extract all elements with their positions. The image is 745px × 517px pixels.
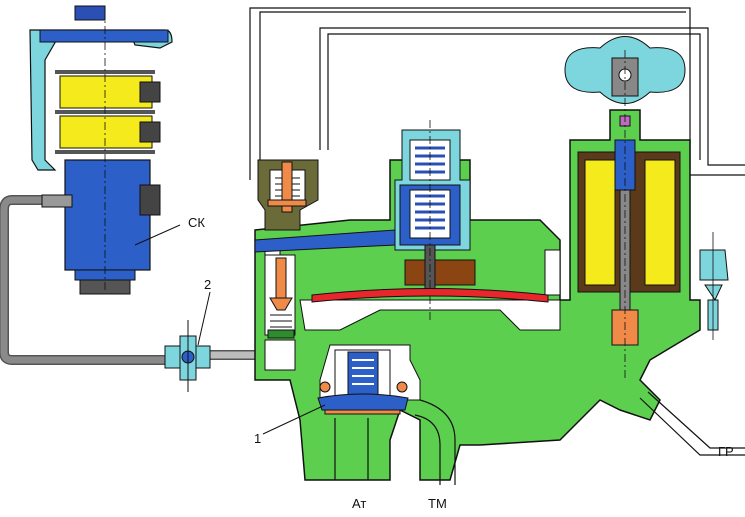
valve-2 <box>164 320 211 392</box>
sk-magnet-unit <box>29 5 173 295</box>
right-magnet <box>564 36 686 380</box>
label-gr: ГР <box>718 444 734 459</box>
side-valve <box>264 254 296 339</box>
diaphragm <box>311 288 549 303</box>
label-valve-1: 1 <box>254 431 262 446</box>
label-valve-2: 2 <box>204 277 212 292</box>
label-sk: СК <box>188 215 205 230</box>
top-small-valve <box>257 159 319 231</box>
label-tm: ТМ <box>428 496 447 511</box>
valve-1 <box>317 349 409 415</box>
label-at: Ат <box>352 496 367 511</box>
relay-valve <box>394 120 476 320</box>
check-valve <box>699 232 729 340</box>
